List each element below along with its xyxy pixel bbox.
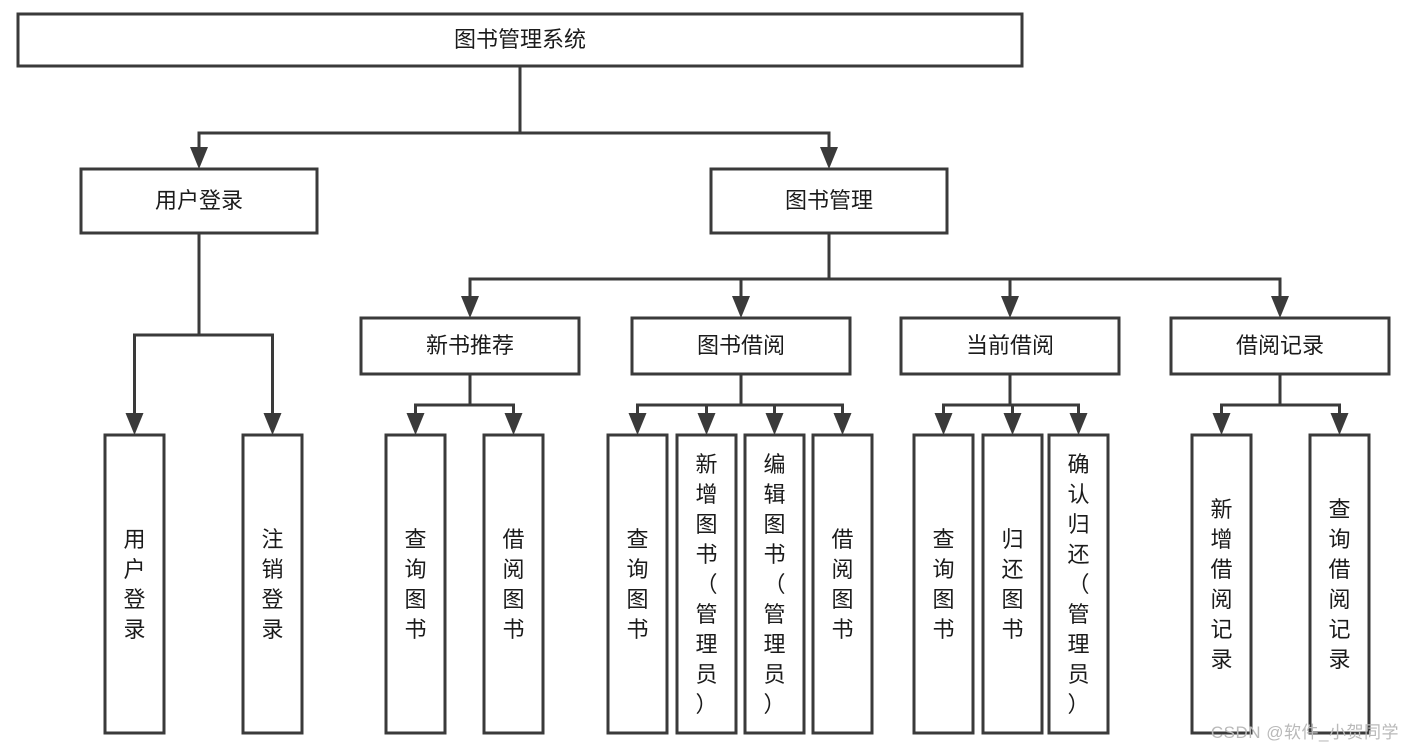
node-leaf-confirm-return[interactable]: 确认归还（管理员） (1047, 433, 1110, 735)
node-leaf-user-login[interactable]: 用户登录 (103, 433, 166, 735)
arrow-head-icon (125, 413, 144, 435)
node-box (1169, 316, 1391, 376)
node-leaf-return-book[interactable]: 归还图书 (981, 433, 1044, 735)
arrow-head-icon (820, 147, 838, 169)
node-label: 查询图书 (626, 527, 648, 642)
node-new-book-rec[interactable]: 新书推荐 (359, 316, 581, 376)
node-label: 查询图书 (932, 527, 954, 642)
node-box (743, 433, 806, 735)
connector-layer (125, 64, 1349, 435)
node-box (981, 433, 1044, 735)
node-label: 图书借阅 (697, 333, 785, 358)
node-label: 借阅记录 (1236, 333, 1324, 358)
node-box (630, 316, 852, 376)
node-box (241, 433, 304, 735)
arrow-head-icon (732, 296, 750, 318)
node-label: 查询借阅记录 (1328, 497, 1350, 672)
arrow-head-icon (697, 413, 716, 435)
node-box (1308, 433, 1371, 735)
node-box (899, 316, 1121, 376)
node-label: 确认归还（管理员） (1067, 452, 1089, 717)
arrow-head-icon (1003, 413, 1022, 435)
node-leaf-logout[interactable]: 注销登录 (241, 433, 304, 735)
node-label: 注销登录 (261, 527, 283, 642)
node-label: 借阅图书 (831, 527, 853, 642)
node-layer: 图书管理系统用户登录图书管理新书推荐图书借阅当前借阅借阅记录用户登录注销登录查询… (16, 12, 1391, 735)
arrow-head-icon (1330, 413, 1349, 435)
arrow-head-icon (263, 413, 282, 435)
node-box (359, 316, 581, 376)
node-label: 查询图书 (404, 527, 426, 642)
arrow-head-icon (934, 413, 953, 435)
node-label: 借阅图书 (502, 527, 524, 642)
arrow-head-icon (833, 413, 852, 435)
arrow-head-icon (1212, 413, 1231, 435)
node-box (1190, 433, 1253, 735)
node-box (16, 12, 1024, 68)
arrow-head-icon (190, 147, 208, 169)
node-label: 图书管理 (785, 188, 873, 213)
arrow-head-icon (1271, 296, 1289, 318)
node-box (1047, 433, 1110, 735)
node-current-borrow[interactable]: 当前借阅 (899, 316, 1121, 376)
node-leaf-query-book-3[interactable]: 查询图书 (912, 433, 975, 735)
node-book-borrow[interactable]: 图书借阅 (630, 316, 852, 376)
node-box (482, 433, 545, 735)
arrow-head-icon (765, 413, 784, 435)
node-label: 用户登录 (123, 527, 145, 642)
node-borrow-record[interactable]: 借阅记录 (1169, 316, 1391, 376)
node-book-manage[interactable]: 图书管理 (709, 167, 949, 235)
node-label: 新增图书（管理员） (695, 452, 717, 717)
node-leaf-add-record[interactable]: 新增借阅记录 (1190, 433, 1253, 735)
watermark-label: CSDN @软件_小贺同学 (1210, 723, 1399, 742)
node-leaf-borrow-book-1[interactable]: 借阅图书 (482, 433, 545, 735)
node-root[interactable]: 图书管理系统 (16, 12, 1024, 68)
node-box (79, 167, 319, 235)
node-leaf-borrow-book-2[interactable]: 借阅图书 (811, 433, 874, 735)
node-label: 图书管理系统 (454, 27, 586, 52)
node-box (912, 433, 975, 735)
node-box (384, 433, 447, 735)
arrow-head-icon (504, 413, 523, 435)
node-leaf-query-book-2[interactable]: 查询图书 (606, 433, 669, 735)
node-label: 当前借阅 (966, 333, 1054, 358)
node-label: 编辑图书（管理员） (763, 452, 785, 717)
node-leaf-query-book-1[interactable]: 查询图书 (384, 433, 447, 735)
node-user-login[interactable]: 用户登录 (79, 167, 319, 235)
node-box (606, 433, 669, 735)
arrow-head-icon (406, 413, 425, 435)
node-label: 用户登录 (155, 188, 243, 213)
node-label: 新书推荐 (426, 333, 514, 358)
node-leaf-add-book[interactable]: 新增图书（管理员） (675, 433, 738, 735)
node-box (811, 433, 874, 735)
node-leaf-edit-book[interactable]: 编辑图书（管理员） (743, 433, 806, 735)
node-label: 新增借阅记录 (1210, 497, 1232, 672)
arrow-head-icon (1001, 296, 1019, 318)
node-leaf-query-record[interactable]: 查询借阅记录 (1308, 433, 1371, 735)
node-box (103, 433, 166, 735)
node-box (675, 433, 738, 735)
node-label: 归还图书 (1001, 527, 1023, 642)
node-box (709, 167, 949, 235)
arrow-head-icon (1069, 413, 1088, 435)
arrow-head-icon (461, 296, 479, 318)
arrow-head-icon (628, 413, 647, 435)
